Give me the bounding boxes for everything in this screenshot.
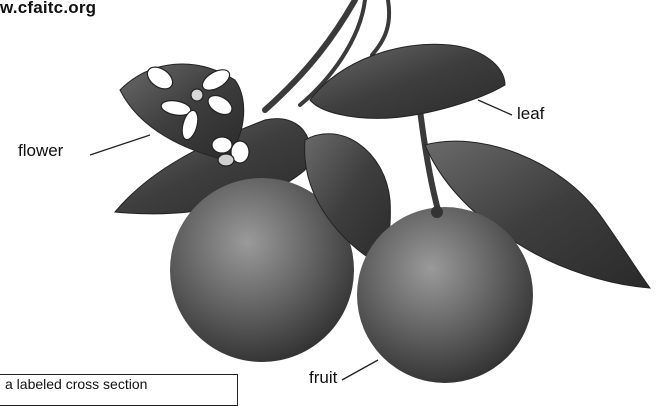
leaf-upper-right — [310, 44, 505, 118]
flower-label: flower — [18, 141, 63, 161]
leaf-leader-line — [478, 100, 512, 115]
fruit-leader-line — [342, 360, 378, 380]
caption-text: a labeled cross section — [5, 376, 147, 392]
leaf-label: leaf — [517, 104, 544, 124]
caption-box: a labeled cross section — [0, 374, 238, 406]
fruit-right-calyx — [431, 206, 443, 218]
flower-leader-line — [90, 135, 150, 155]
fruit-label: fruit — [309, 368, 337, 388]
orange-branch-illustration — [0, 0, 659, 392]
watermark-text: w.cfaitc.org — [0, 0, 96, 18]
diagram: w.cfaitc.org flower leaf fruit a labeled… — [0, 0, 659, 392]
fruit-right — [357, 207, 533, 383]
